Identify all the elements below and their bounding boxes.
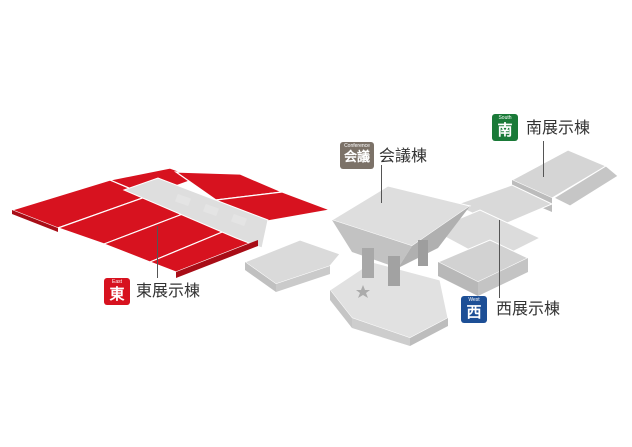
conference-badge-en: Conference	[344, 143, 370, 149]
east-hall-side	[12, 210, 58, 232]
south-hall-block-2	[552, 165, 619, 207]
east-badge-en: East	[111, 279, 122, 285]
west-south-complex	[329, 149, 619, 346]
west-leader-line	[499, 220, 500, 298]
west-badge-en: West	[468, 297, 480, 303]
conference-badge-jp: 会議	[343, 150, 370, 165]
west-hall-side	[438, 262, 478, 296]
west-hall-label[interactable]: 西展示棟	[496, 299, 561, 318]
south-badge-en: South	[498, 115, 512, 121]
conference-hall-label[interactable]: 会議棟	[379, 146, 428, 165]
plaza-edge-right	[410, 318, 448, 346]
conference-front-right	[398, 206, 470, 268]
east-hall-label[interactable]: 東展示棟	[136, 281, 201, 300]
conference-pillar-mid	[388, 256, 400, 286]
east-leader-line	[157, 226, 158, 278]
east-hall-spine	[122, 177, 269, 249]
south-badge[interactable]: South 南	[492, 114, 518, 141]
east-hall[interactable]	[10, 167, 333, 278]
west-badge[interactable]: West 西	[461, 296, 487, 323]
west-badge-jp: 西	[466, 303, 482, 321]
east-badge[interactable]: East 東	[104, 278, 130, 305]
east-roof-box-1	[175, 193, 191, 207]
conference-badge[interactable]: Conference 会議	[340, 142, 374, 169]
conference-leader-line	[381, 165, 382, 203]
conference-building[interactable]	[330, 185, 472, 286]
conference-pillar-left	[362, 248, 374, 278]
south-badge-jp: 南	[497, 121, 513, 139]
plaza-edge-front	[352, 318, 410, 346]
south-leader-line	[543, 141, 544, 177]
plaza-edge	[330, 290, 352, 328]
east-roof-box-2	[203, 203, 219, 217]
east-badge-jp: 東	[109, 285, 125, 303]
plaza-star	[356, 285, 370, 298]
east-connector	[243, 239, 341, 292]
south-hall-label[interactable]: 南展示棟	[526, 118, 591, 137]
east-hall-front	[176, 240, 258, 278]
connector-side	[245, 262, 276, 292]
conference-pillar-right	[418, 240, 428, 266]
connector-front	[276, 266, 330, 292]
west-hall-front	[478, 258, 528, 296]
east-roof-box-3	[231, 213, 247, 227]
